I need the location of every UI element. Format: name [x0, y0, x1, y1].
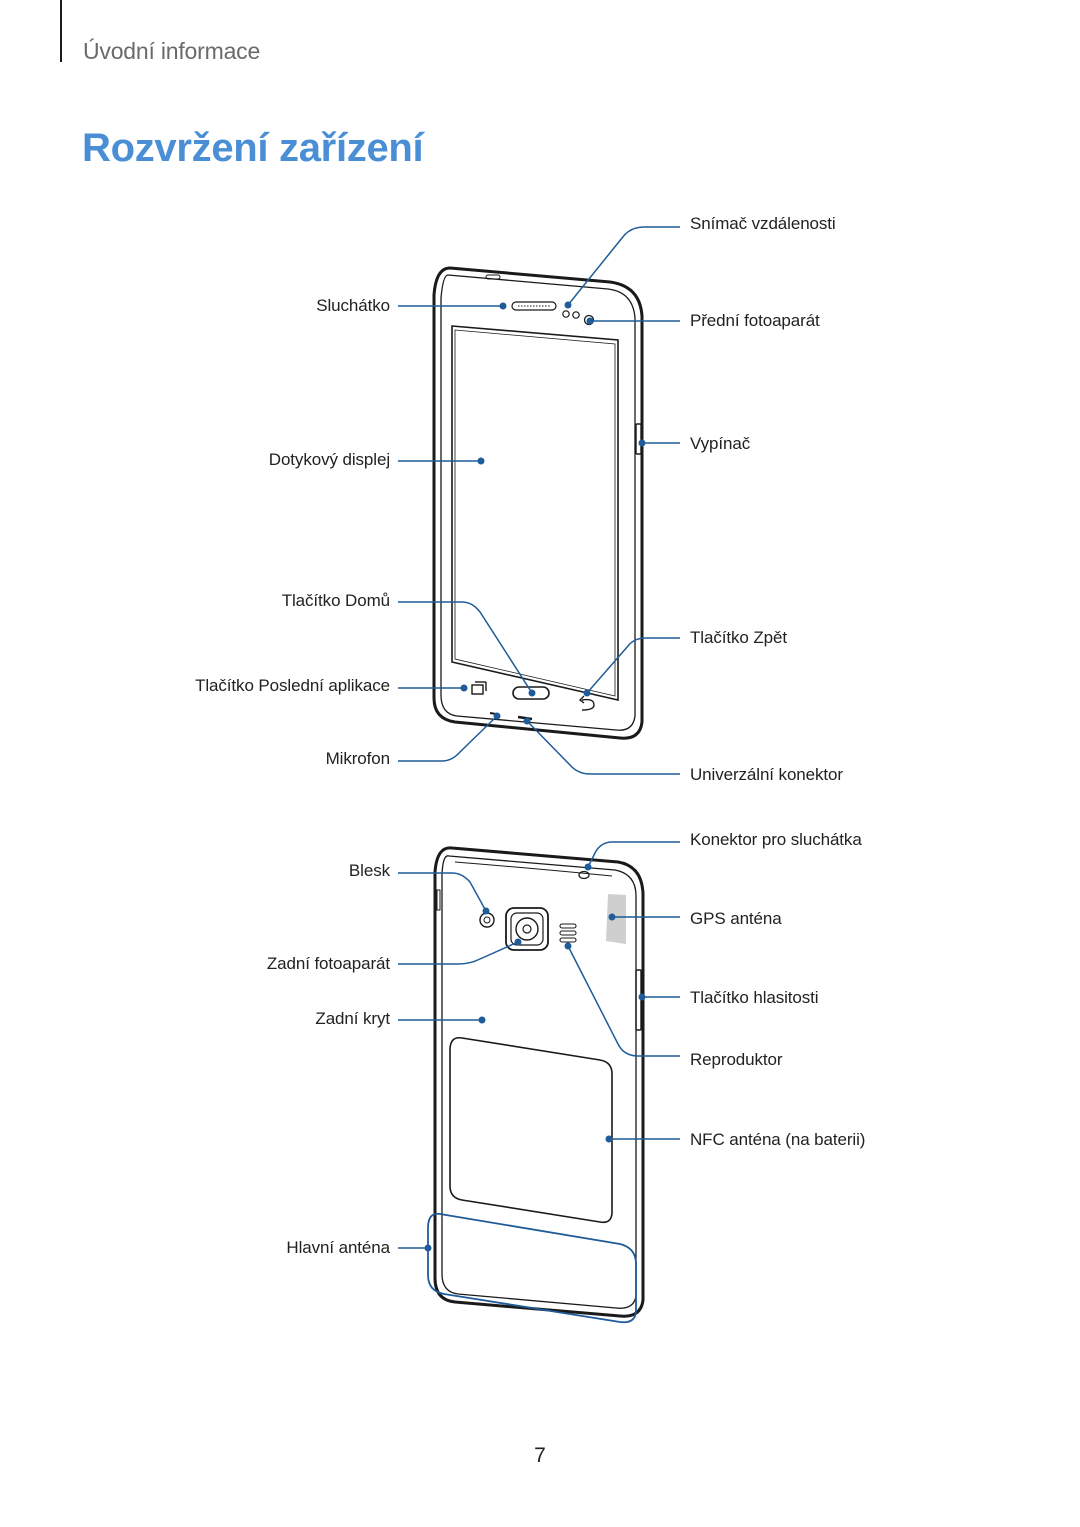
label-microphone: Mikrofon [325, 749, 390, 768]
label-speaker: Reproduktor [690, 1050, 783, 1069]
label-earpiece: Sluchátko [316, 296, 390, 315]
label-headset-jack: Konektor pro sluchátka [690, 830, 862, 849]
label-nfc-antenna: NFC anténa (na baterii) [690, 1130, 866, 1149]
callout-dots [424, 301, 646, 1252]
label-back-cover: Zadní kryt [315, 1009, 390, 1028]
label-recent-apps-key: Tlačítko Poslední aplikace [195, 676, 390, 695]
label-power-key: Vypínač [690, 434, 751, 453]
label-flash: Blesk [348, 861, 390, 880]
label-rear-camera: Zadní fotoaparát [266, 954, 390, 973]
main-antenna-outline [427, 1212, 637, 1324]
label-main-antenna: Hlavní anténa [286, 1238, 390, 1257]
label-back-key: Tlačítko Zpět [690, 628, 787, 647]
callout-lines [398, 226, 680, 1249]
label-gps-antenna: GPS anténa [690, 909, 782, 928]
header-rule [60, 0, 62, 62]
label-volume-key: Tlačítko hlasitosti [690, 988, 819, 1007]
page-number: 7 [534, 1444, 546, 1467]
label-home-key: Tlačítko Domů [281, 591, 390, 610]
front-device [432, 266, 644, 740]
label-proximity-sensor: Snímač vzdálenosti [690, 214, 836, 233]
page-title: Rozvržení zařízení [82, 126, 424, 170]
label-front-camera: Přední fotoaparát [690, 311, 820, 330]
label-multipurpose-jack: Univerzální konektor [690, 765, 843, 784]
label-touchscreen: Dotykový displej [268, 450, 390, 469]
section-header: Úvodní informace [83, 38, 261, 64]
